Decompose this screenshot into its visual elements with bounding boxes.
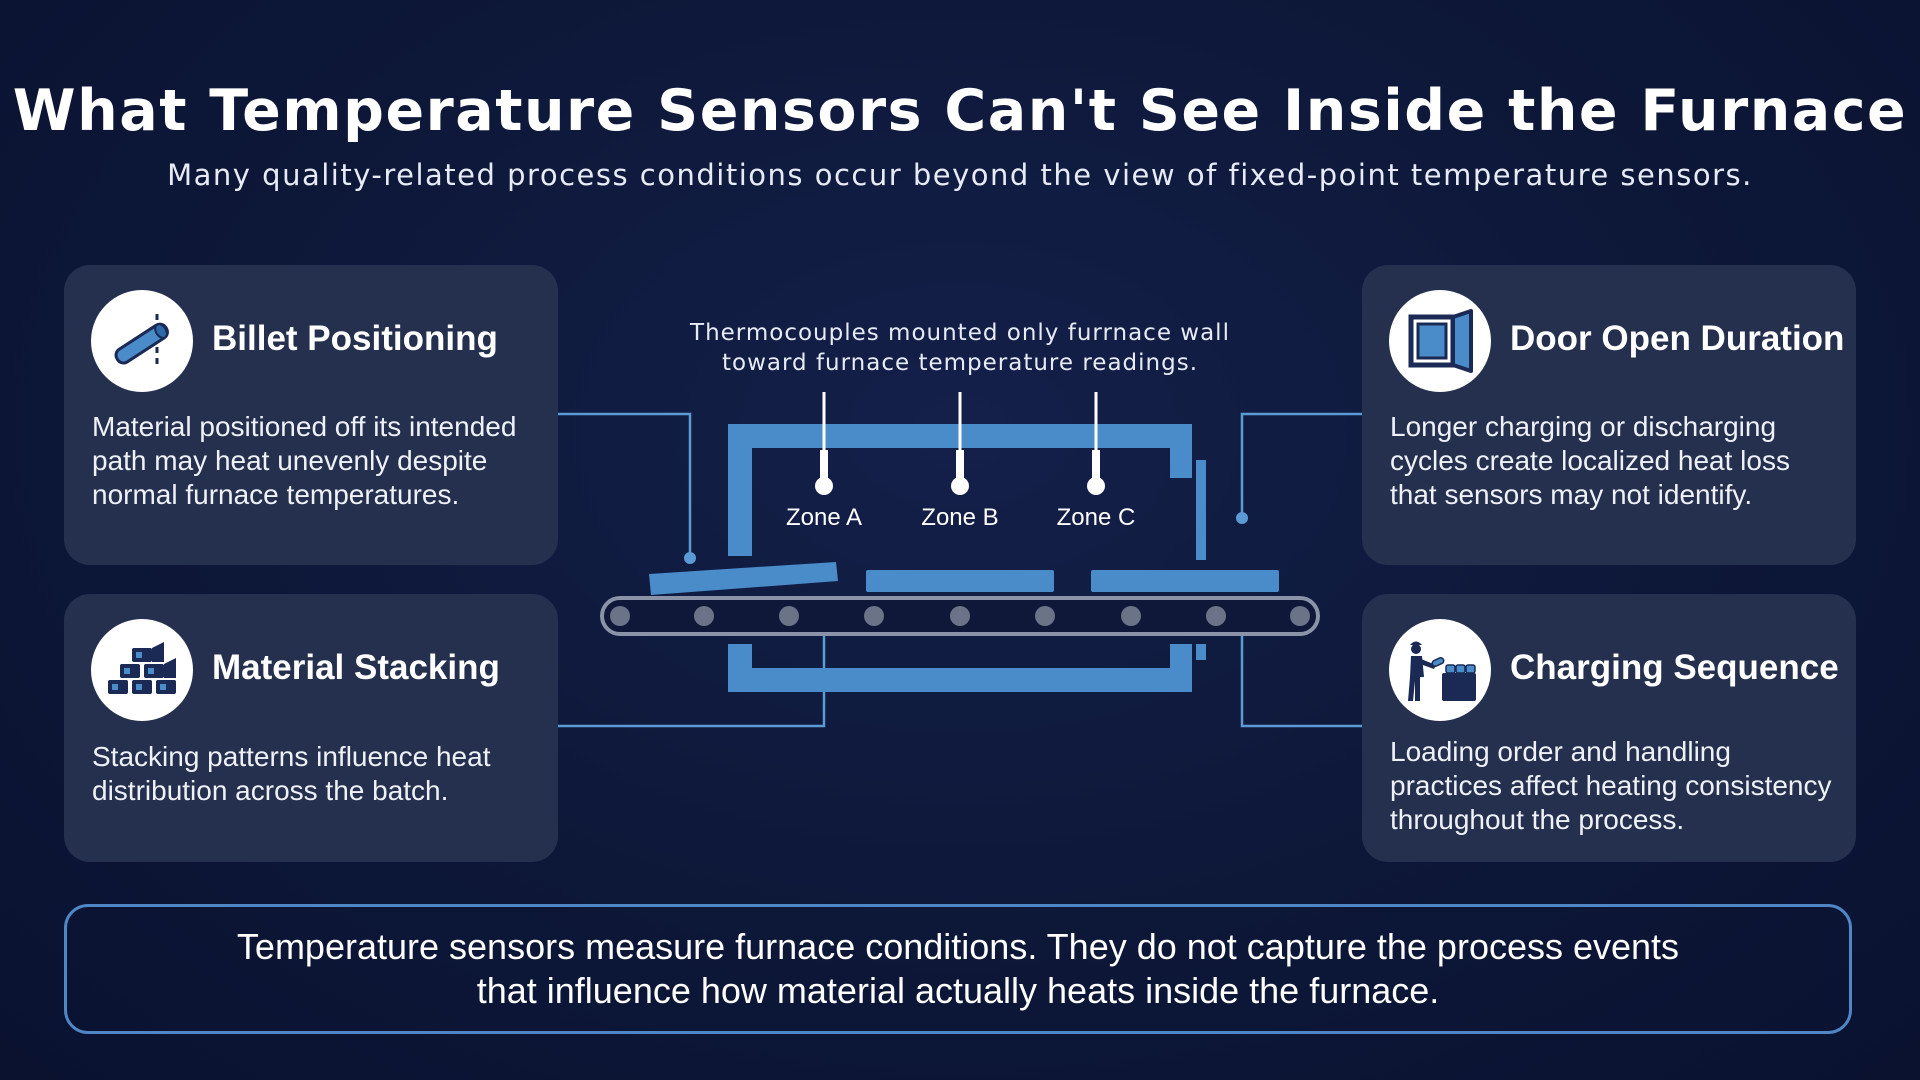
thermocouple-zone-b xyxy=(951,392,969,495)
billet-center xyxy=(866,570,1054,592)
card-stacking-text: Stacking patterns influence heat distrib… xyxy=(92,741,491,806)
billets xyxy=(649,562,1279,595)
card-billet-title: Billet Positioning xyxy=(212,319,498,358)
thermocouple-zone-a xyxy=(815,392,833,495)
card-billet-positioning: Billet Positioning Material positioned o… xyxy=(64,265,558,565)
connector-billet xyxy=(558,412,692,558)
billet-icon xyxy=(91,290,193,392)
worker-loading-icon xyxy=(1389,619,1491,721)
stacked-bars-icon xyxy=(91,619,193,721)
thermocouples xyxy=(815,392,1105,495)
card-charging-text: Loading order and handling practices aff… xyxy=(1390,736,1832,835)
billet-right xyxy=(1091,570,1279,592)
thermocouple-zone-c xyxy=(1087,392,1105,495)
billet-misaligned xyxy=(649,562,838,595)
card-door-title: Door Open Duration xyxy=(1510,319,1845,358)
footer-text: Temperature sensors measure furnace cond… xyxy=(236,926,1680,1011)
card-material-stacking: Material Stacking Stacking patterns infl… xyxy=(64,594,558,862)
zone-label-b: Zone B xyxy=(921,504,999,531)
open-door-icon xyxy=(1389,290,1491,392)
connector-lines xyxy=(558,412,1362,728)
furnace-wall xyxy=(728,424,1206,692)
footer-callout: Temperature sensors measure furnace cond… xyxy=(64,904,1852,1034)
page-title: What Temperature Sensors Can't See Insid… xyxy=(12,78,1908,144)
connector-stacking xyxy=(558,610,826,728)
connector-door xyxy=(1240,412,1362,518)
card-charging-title: Charging Sequence xyxy=(1510,648,1839,687)
card-charging-sequence: Charging Sequence Loading order and hand… xyxy=(1362,594,1856,862)
card-stacking-title: Material Stacking xyxy=(212,648,500,687)
connector-charging xyxy=(1240,610,1362,728)
page-subtitle: Many quality-related process conditions … xyxy=(167,158,1753,192)
thermocouple-caption: Thermocouples mounted only furrnace wall… xyxy=(690,320,1230,376)
zone-label-a: Zone A xyxy=(785,504,863,531)
card-billet-text: Material positioned off its intended pat… xyxy=(92,411,517,510)
card-door-text: Longer charging or discharging cycles cr… xyxy=(1390,411,1790,510)
card-door-open-duration: Door Open Duration Longer charging or di… xyxy=(1362,265,1856,565)
conveyor xyxy=(600,596,1320,636)
zone-label-c: Zone C xyxy=(1056,504,1136,531)
